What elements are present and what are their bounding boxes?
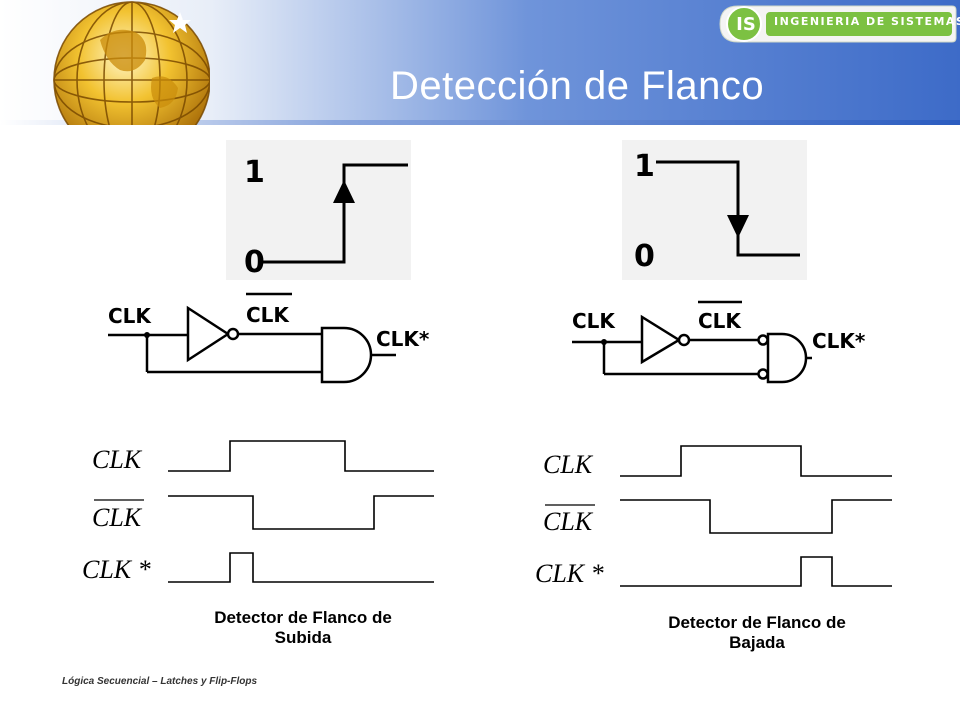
falling-caption: Detector de Flanco de Bajada <box>642 613 872 653</box>
falling-edge-waveform <box>656 160 800 257</box>
and-gate <box>320 326 373 384</box>
slide-footer: Lógica Secuencial – Latches y Flip-Flops <box>62 676 258 687</box>
clk-bar-label: CLK <box>698 309 742 333</box>
clk-bar-label: CLK <box>246 303 290 327</box>
falling-edge-circuit <box>572 314 812 384</box>
clk-star-label: CLK* <box>812 329 866 353</box>
inverter-bubble <box>677 333 691 347</box>
rising-edge-waveform <box>262 163 408 264</box>
rising-caption-line1: Detector de Flanco de <box>214 608 392 627</box>
level-low-label: 0 <box>244 245 265 280</box>
slide-title: Detección de Flanco <box>390 64 765 108</box>
timing-clk-label: CLK <box>543 450 594 479</box>
clk-star-label: CLK* <box>376 327 430 351</box>
rising-caption: Detector de Flanco de Subida <box>188 608 418 648</box>
timing-clk-bar-label: CLK <box>92 503 143 532</box>
and-gate <box>766 332 808 384</box>
timing-clk-star-label: CLK * <box>82 555 151 584</box>
clk-input-label: CLK <box>108 304 152 328</box>
inverter-gate <box>640 314 682 365</box>
company-logo <box>719 5 957 43</box>
level-high-label: 1 <box>244 155 265 190</box>
rising-edge-panel: 1 0 <box>226 140 411 280</box>
clk-star-waveform <box>620 556 892 587</box>
input-bubble <box>757 334 769 346</box>
falling-caption-line1: Detector de Flanco de <box>668 613 846 632</box>
inverter-gate <box>186 305 231 363</box>
timing-clk-star-label: CLK * <box>535 559 604 588</box>
clk-star-waveform <box>168 552 434 583</box>
up-arrow-icon <box>333 180 355 203</box>
clk-waveform <box>168 440 434 472</box>
rising-timing-diagram <box>168 440 434 583</box>
level-low-label: 0 <box>634 239 655 274</box>
clk-bar-waveform <box>168 495 434 530</box>
timing-clk-label: CLK <box>92 445 143 474</box>
clk-input-label: CLK <box>572 309 616 333</box>
clk-waveform <box>620 445 892 477</box>
down-arrow-icon <box>727 215 749 238</box>
header-divider <box>0 120 960 125</box>
logo-tagline: INGENIERIA DE SISTEMAS <box>774 15 960 28</box>
falling-timing-diagram <box>620 445 892 587</box>
clk-bar-waveform <box>620 499 892 534</box>
inverter-bubble <box>226 327 240 341</box>
falling-edge-panel: 1 0 <box>622 140 807 280</box>
logo-letters: IS <box>736 14 756 35</box>
globe-icon <box>53 1 210 125</box>
rising-edge-circuit <box>108 305 396 384</box>
rising-caption-line2: Subida <box>274 628 332 647</box>
svg-text:IS: IS <box>736 14 756 35</box>
input-bubble <box>757 368 769 380</box>
timing-clk-bar-label: CLK <box>543 507 594 536</box>
level-high-label: 1 <box>634 149 655 184</box>
falling-caption-line2: Bajada <box>729 633 785 652</box>
